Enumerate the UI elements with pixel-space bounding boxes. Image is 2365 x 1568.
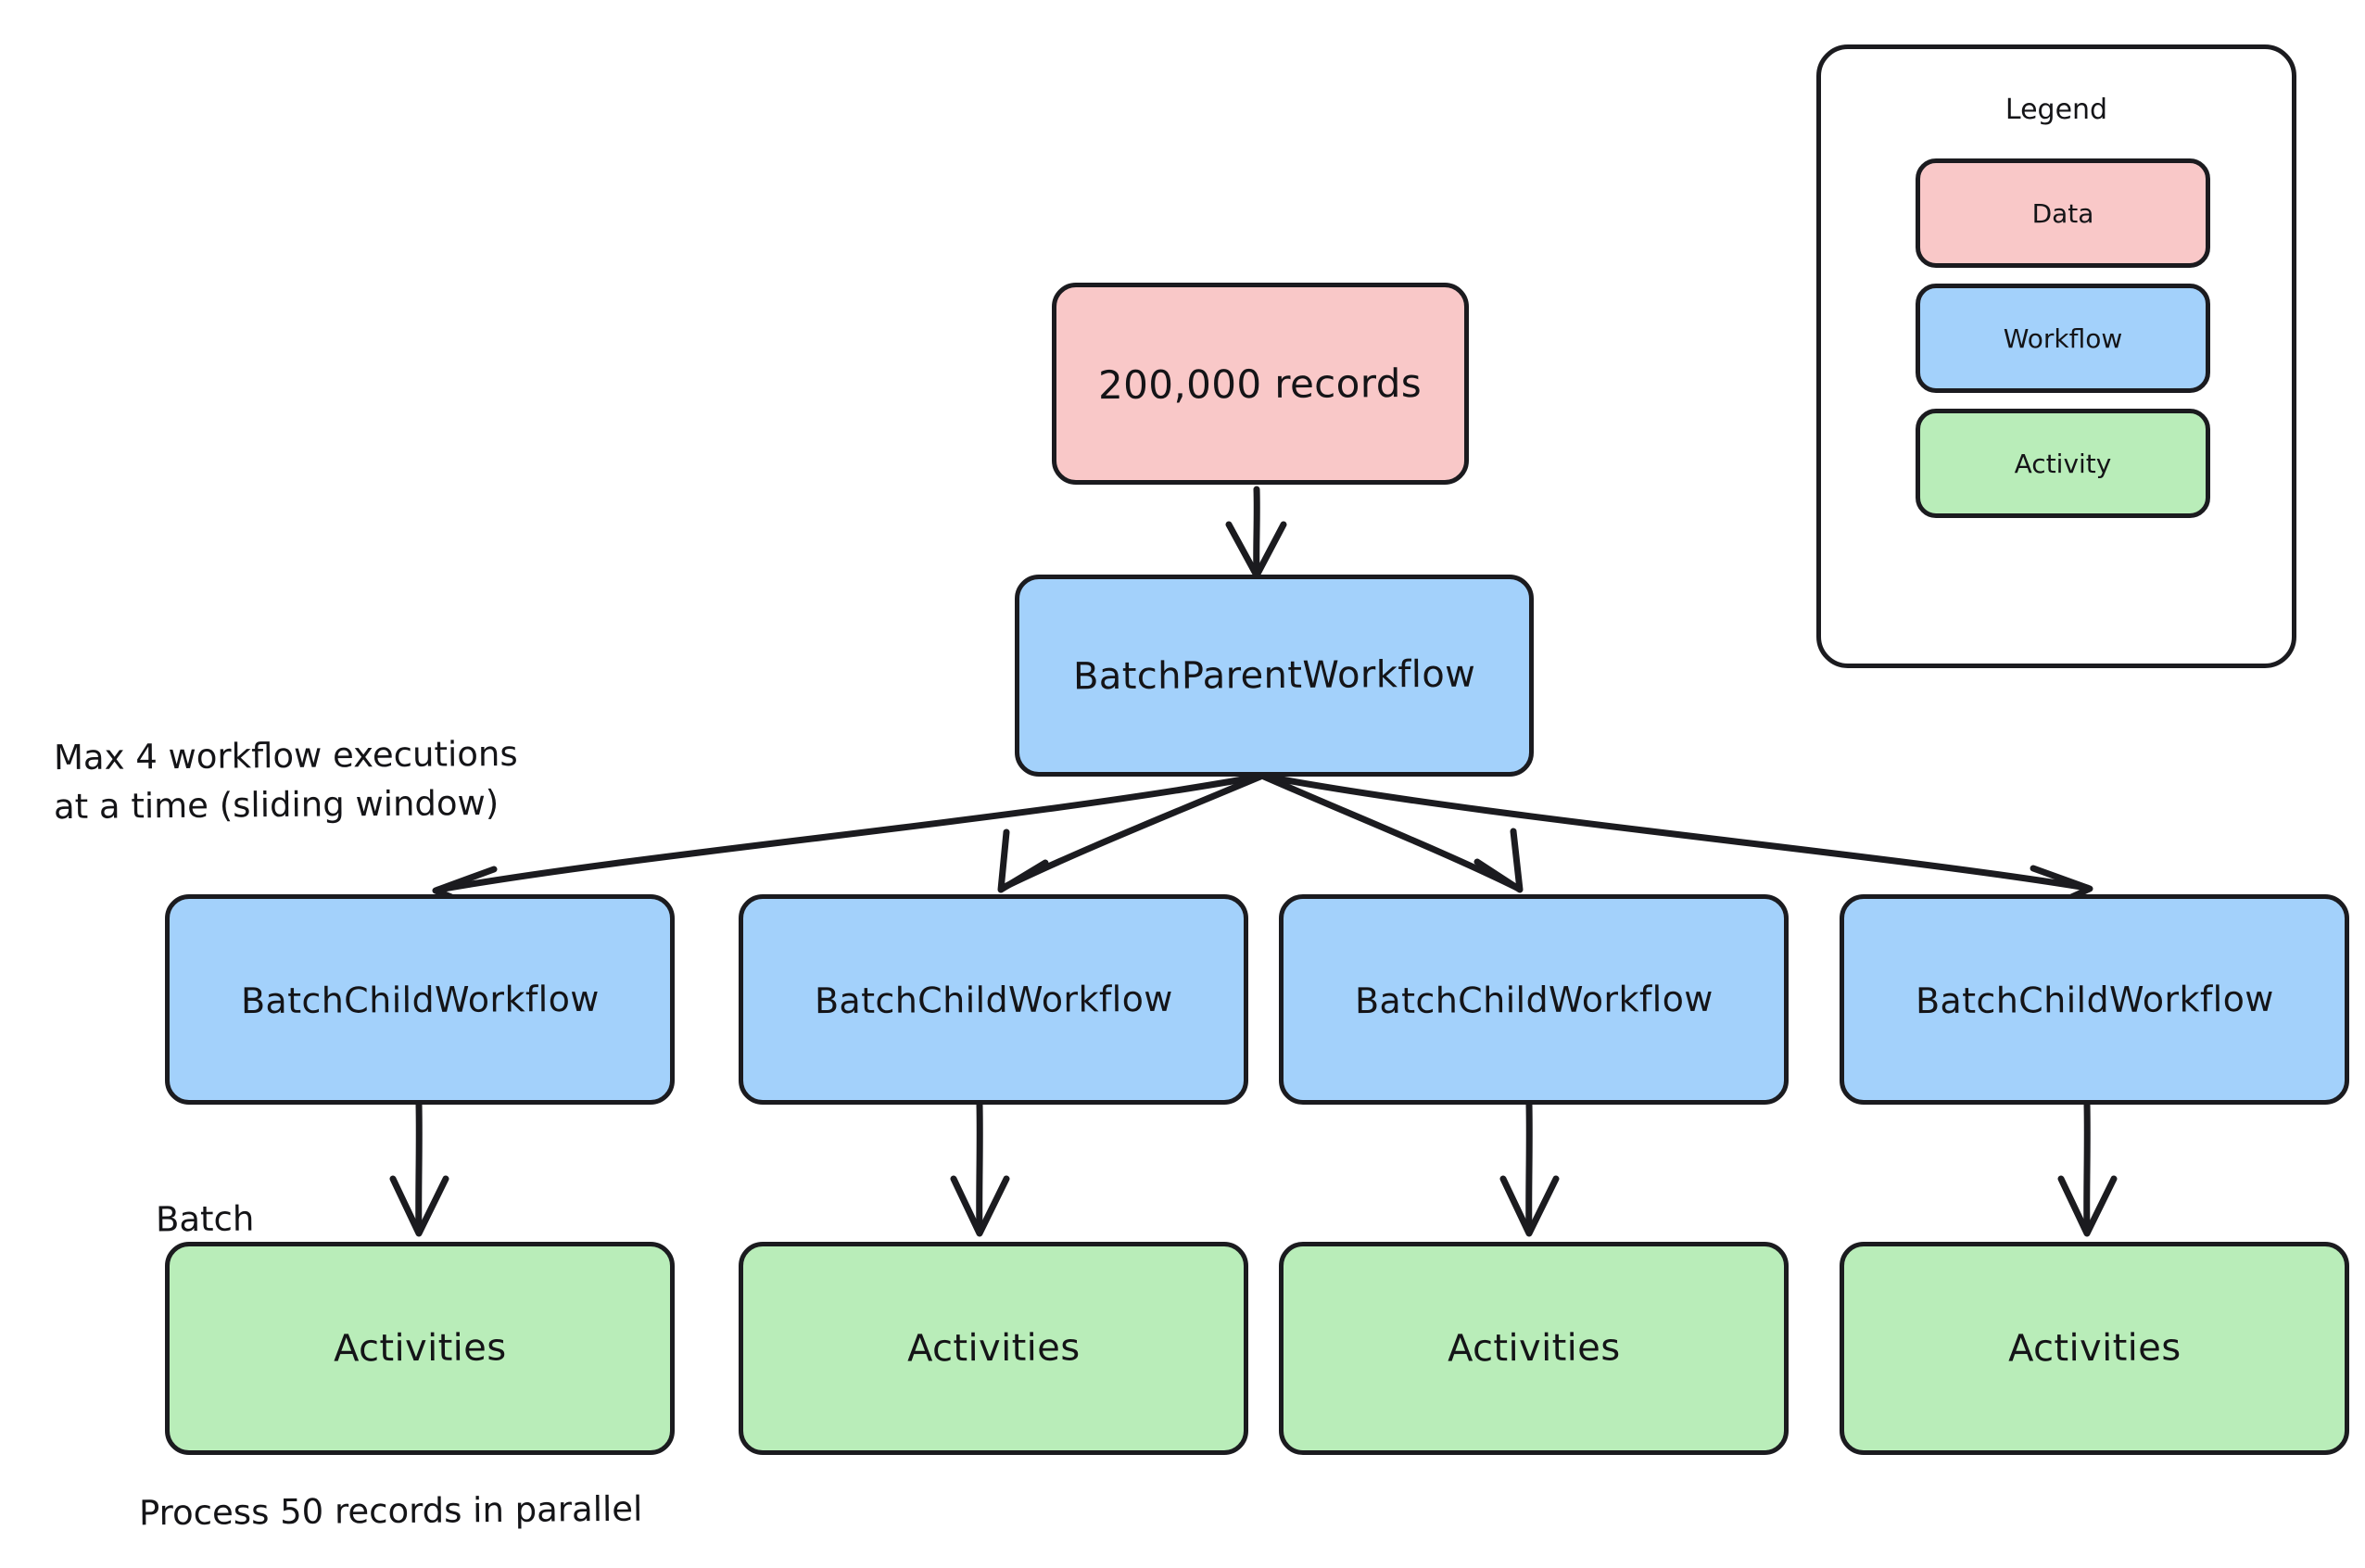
node-activities-2[interactable]: Activities <box>739 1242 1248 1455</box>
annotation-batch-label: Batch <box>155 1198 255 1240</box>
arrowhead-child1-to-activities1 <box>389 1175 449 1237</box>
arrowhead-child2-to-activities2 <box>950 1175 1010 1237</box>
node-activities-1-label: Activities <box>333 1326 507 1371</box>
annotation-concurrency-line1: Max 4 workflow executions <box>53 733 518 778</box>
legend-swatch-data[interactable]: Data <box>1916 158 2210 268</box>
annotation-parallel-note: Process 50 records in parallel <box>138 1488 643 1534</box>
node-batch-child-workflow-3-label: BatchChildWorkflow <box>1354 978 1714 1021</box>
node-batch-child-workflow-2[interactable]: BatchChildWorkflow <box>739 894 1248 1105</box>
node-activities-3-label: Activities <box>1447 1326 1621 1371</box>
node-activities-2-label: Activities <box>906 1326 1081 1371</box>
node-batch-child-workflow-2-label: BatchChildWorkflow <box>814 978 1173 1021</box>
node-batch-parent-workflow-label: BatchParentWorkflow <box>1072 652 1476 699</box>
node-batch-child-workflow-4[interactable]: BatchChildWorkflow <box>1840 894 2349 1105</box>
arrow-child1-to-activities1 <box>415 1101 423 1236</box>
node-batch-child-workflow-1-label: BatchChildWorkflow <box>240 978 600 1021</box>
legend-swatch-activity[interactable]: Activity <box>1916 409 2210 518</box>
node-batch-child-workflow-4-label: BatchChildWorkflow <box>1915 978 2274 1021</box>
node-batch-parent-workflow[interactable]: BatchParentWorkflow <box>1015 575 1534 777</box>
arrowhead-records-to-parent <box>1225 521 1287 579</box>
node-batch-child-workflow-1[interactable]: BatchChildWorkflow <box>165 894 675 1105</box>
node-activities-1[interactable]: Activities <box>165 1242 675 1455</box>
legend-swatch-workflow[interactable]: Workflow <box>1916 284 2210 393</box>
node-activities-4-label: Activities <box>2007 1326 2182 1371</box>
arrowhead-child3-to-activities3 <box>1499 1175 1560 1237</box>
arrow-records-to-parent <box>1253 486 1260 578</box>
annotation-concurrency-line2: at a time (sliding window) <box>53 782 500 828</box>
legend-panel: Legend Data Workflow Activity <box>1816 44 2296 668</box>
node-activities-3[interactable]: Activities <box>1279 1242 1789 1455</box>
arrowhead-child4-to-activities4 <box>2057 1175 2118 1237</box>
arrowhead-parent-to-child-2 <box>997 828 1049 893</box>
node-source-records-label: 200,000 records <box>1098 360 1423 408</box>
legend-swatch-activity-label: Activity <box>2014 448 2112 479</box>
node-source-records[interactable]: 200,000 records <box>1052 283 1469 485</box>
node-activities-4[interactable]: Activities <box>1840 1242 2349 1455</box>
legend-swatch-workflow-label: Workflow <box>2003 322 2123 354</box>
arrow-child4-to-activities4 <box>2083 1101 2091 1236</box>
legend-swatch-data-label: Data <box>2031 197 2094 229</box>
arrow-parent-to-child-1 <box>435 773 1262 893</box>
arrow-parent-to-child-3 <box>1260 773 1521 891</box>
arrow-parent-to-child-2 <box>999 773 1264 891</box>
arrow-parent-to-child-4 <box>1262 773 2091 891</box>
arrow-child3-to-activities3 <box>1525 1101 1533 1236</box>
legend-title: Legend <box>2005 94 2108 126</box>
node-batch-child-workflow-3[interactable]: BatchChildWorkflow <box>1279 894 1789 1105</box>
arrowhead-parent-to-child-3 <box>1473 828 1524 893</box>
